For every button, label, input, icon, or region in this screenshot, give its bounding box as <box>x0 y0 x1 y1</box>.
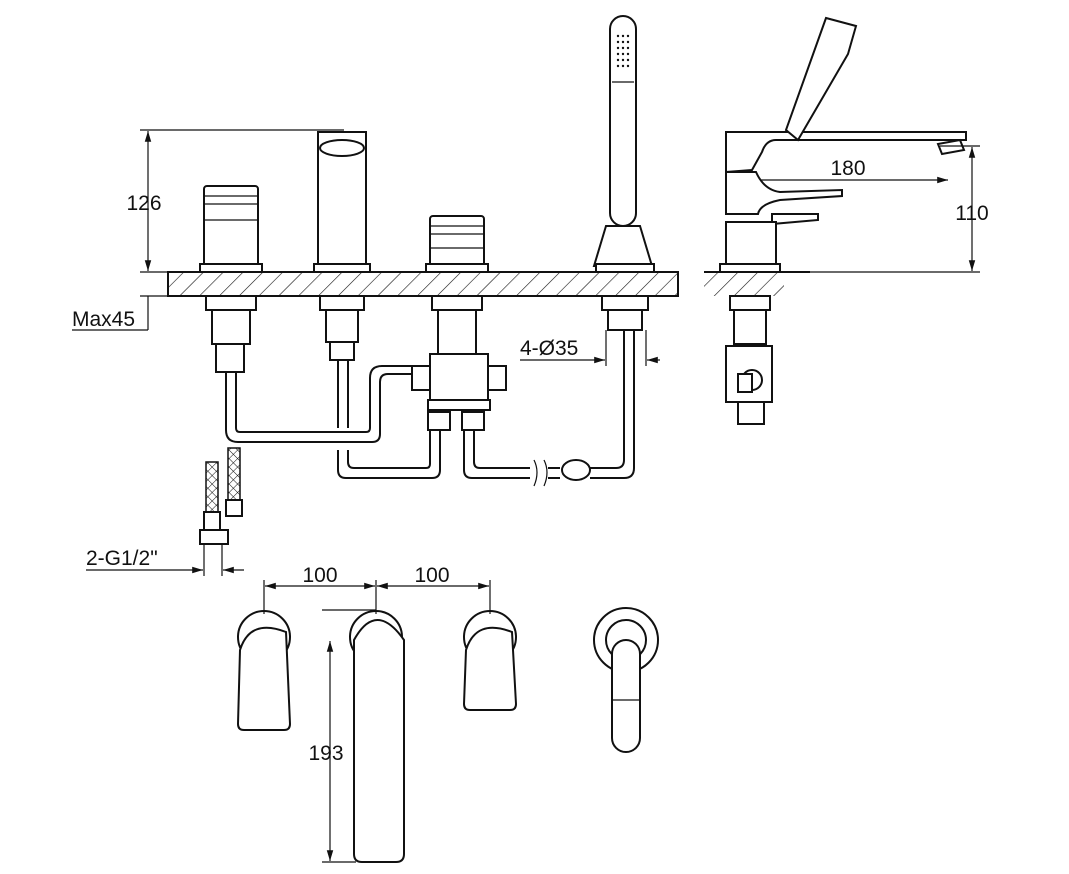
top-view-right-handle <box>462 610 518 711</box>
inlet-hoses <box>199 447 243 545</box>
top-view-shower <box>593 607 659 753</box>
dimension-lines <box>72 129 980 863</box>
deck-section <box>167 271 679 297</box>
dim-spout-length: 193 <box>308 742 343 765</box>
dim-spacing-left: 100 <box>302 564 337 587</box>
hand-shower <box>592 15 655 331</box>
diverter-block <box>411 353 507 431</box>
dim-height-total: 126 <box>126 192 161 215</box>
right-valve <box>425 215 489 355</box>
hoses <box>225 330 635 487</box>
side-view-spout <box>719 16 967 425</box>
top-view-left-handle <box>236 610 292 731</box>
dim-spout-height: 110 <box>955 202 988 225</box>
dim-spout-reach: 180 <box>830 157 865 180</box>
dim-max-deck: Max45 <box>72 308 135 331</box>
left-valve <box>199 185 263 373</box>
side-deck-section <box>704 271 810 296</box>
center-spout <box>313 131 371 361</box>
top-view-spout <box>349 610 405 863</box>
shower-head-holes <box>616 34 630 68</box>
dim-spacing-right: 100 <box>414 564 449 587</box>
dim-inlet-thread: 2-G1/2" <box>86 547 158 570</box>
dim-hole-diameter: 4-Ø35 <box>520 337 578 360</box>
